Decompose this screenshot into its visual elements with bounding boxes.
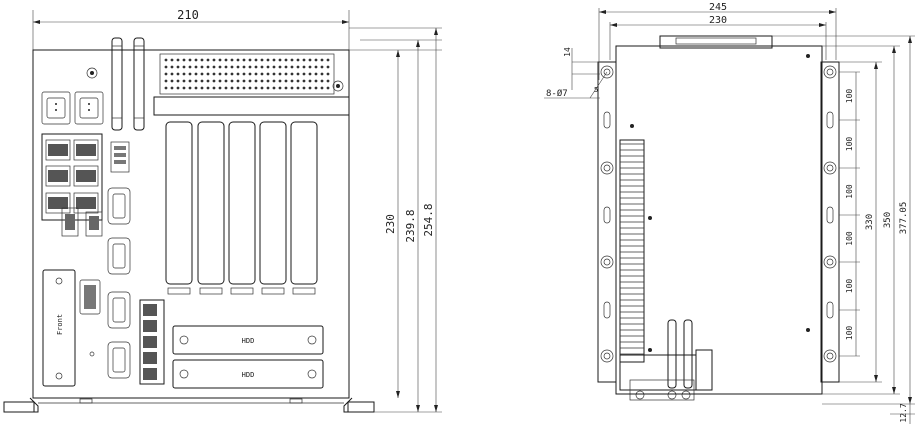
side-width-dimensions: 245 230 xyxy=(598,2,837,80)
front-chassis xyxy=(32,49,350,399)
mounting-holes xyxy=(600,65,837,363)
mount-feet xyxy=(3,397,375,413)
vent-grid xyxy=(159,53,335,95)
mounting-rail-right xyxy=(820,61,840,383)
hdd-bays: HDD HDD xyxy=(172,325,324,389)
front-height-254-8: 254.8 xyxy=(422,203,435,236)
front-width-dimension: 210 xyxy=(32,8,350,50)
side-bottom-components xyxy=(616,319,822,401)
front-height-dimensions: 230 239.8 254.8 xyxy=(349,27,442,413)
side-width-245: 245 xyxy=(709,2,727,13)
io-panel: Front xyxy=(41,67,165,387)
side-width-230: 230 xyxy=(709,15,727,26)
side-height-dimensions: 330 350 377.05 12.7 xyxy=(772,35,915,424)
pitch-label-1: 100 xyxy=(845,89,854,104)
pitch-label-3: 100 xyxy=(845,184,854,199)
hole-callout: 14 8-Ø7 5 xyxy=(544,47,608,99)
side-view: 245 230 xyxy=(544,2,915,424)
front-height-239-8: 239.8 xyxy=(404,209,417,242)
antennas xyxy=(111,37,145,131)
lan-port-block xyxy=(41,133,103,221)
heatsink-fins xyxy=(619,139,645,363)
pitch-label-5: 100 xyxy=(845,279,854,294)
hdd-label-1: HDD xyxy=(242,337,255,345)
pitch-label-4: 100 xyxy=(845,231,854,246)
front-card-panel: Front xyxy=(42,269,76,387)
front-card-label: Front xyxy=(56,314,64,335)
side-height-377-05: 377.05 xyxy=(899,202,909,235)
serial-port-pair xyxy=(41,91,104,125)
pitch-label-6: 100 xyxy=(845,326,854,341)
side-height-350: 350 xyxy=(883,212,893,228)
db9-column xyxy=(107,187,131,379)
hole-margin-label: 5 xyxy=(594,86,598,94)
hole-spec-label: 8-Ø7 xyxy=(546,88,568,99)
front-height-230: 230 xyxy=(384,214,397,234)
power-terminal xyxy=(139,299,165,385)
side-chassis xyxy=(615,45,823,395)
side-height-330: 330 xyxy=(865,214,875,230)
hole-pitch-dimensions: 100 100 100 100 100 100 xyxy=(839,71,860,357)
expansion-slots xyxy=(165,121,318,295)
front-width-label: 210 xyxy=(177,8,199,22)
hdd-label-2: HDD xyxy=(242,371,255,379)
mounting-rail-left xyxy=(597,61,617,383)
front-view: 210 xyxy=(3,8,442,413)
hole-offset-label: 14 xyxy=(563,47,572,57)
side-foot-12-7: 12.7 xyxy=(899,403,908,422)
pitch-label-2: 100 xyxy=(845,137,854,152)
